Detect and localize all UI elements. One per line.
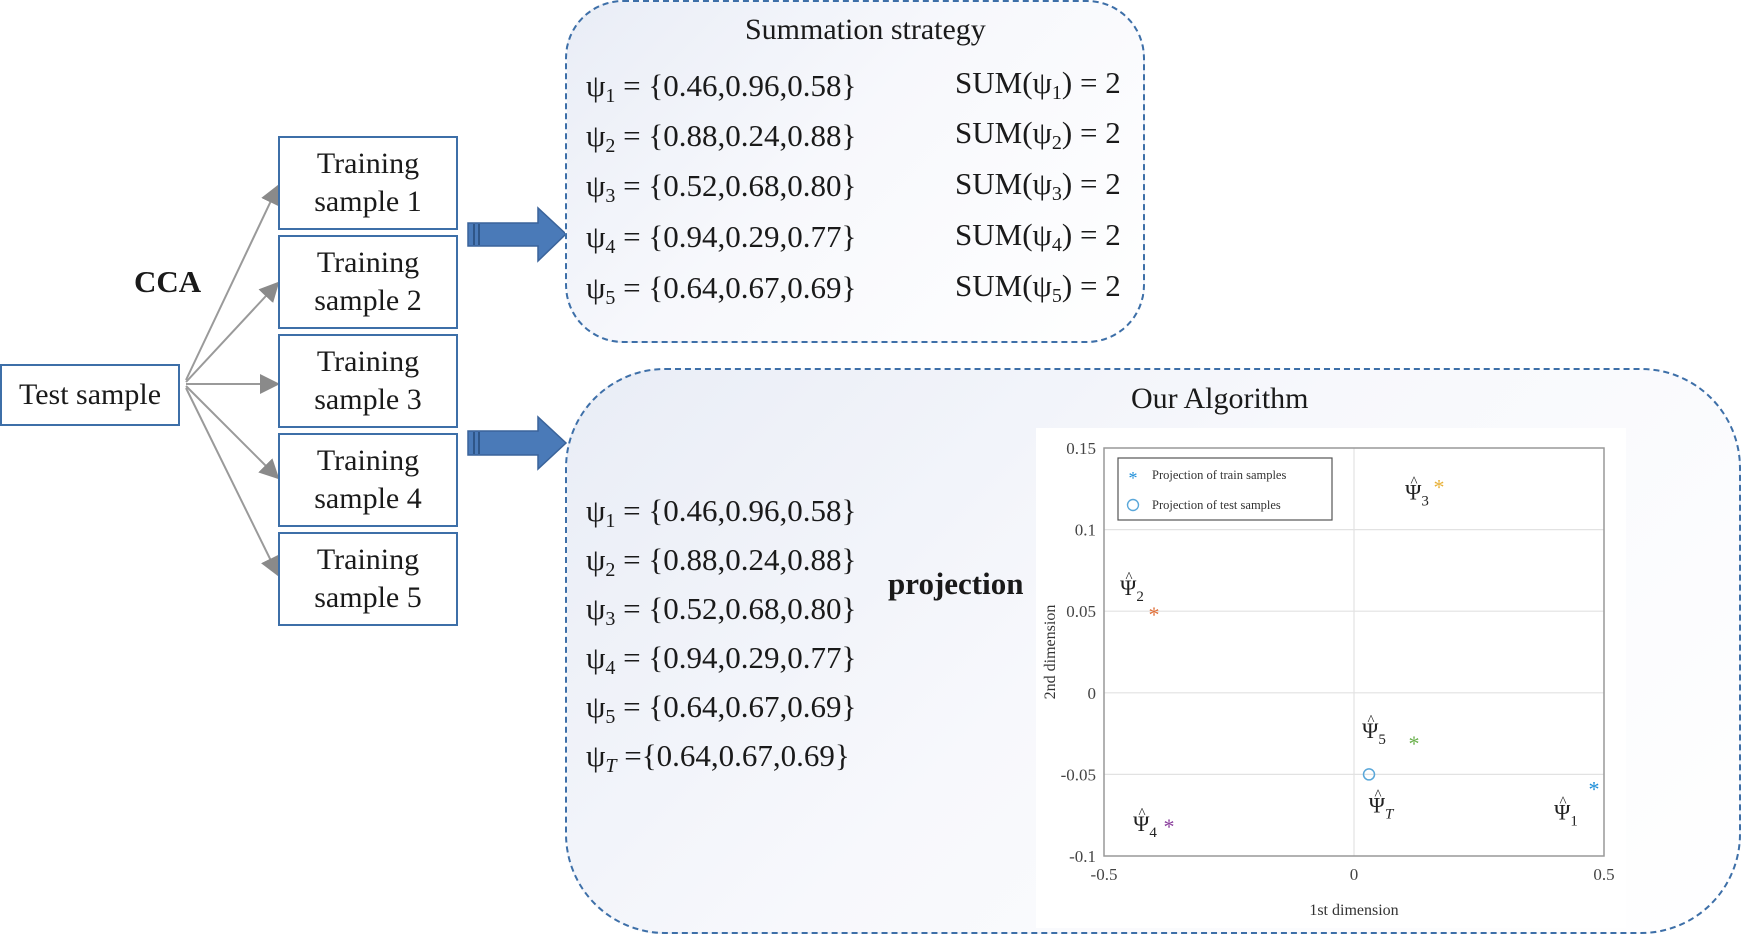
- sum-result-4: SUM(ψ4) = 2: [955, 217, 1121, 256]
- sum-result-3: SUM(ψ3) = 2: [955, 166, 1121, 205]
- training-sample-label: Training: [316, 246, 420, 279]
- point-hat-mark: ^: [1125, 570, 1132, 586]
- y-tick-label: 0.05: [1066, 602, 1096, 621]
- summation-vector-4: ψ4 = {0.94,0.29,0.77}: [586, 219, 857, 258]
- data-point-train: *: [1164, 814, 1175, 839]
- y-tick-label: 0.15: [1066, 439, 1096, 458]
- training-sample-label: sample 1: [314, 185, 422, 218]
- point-hat-mark: ^: [1138, 806, 1145, 822]
- cca-line-2: [185, 281, 280, 383]
- y-tick-label: -0.05: [1061, 765, 1096, 784]
- legend-train-label: Projection of train samples: [1152, 468, 1286, 482]
- summation-vector-2: ψ2 = {0.88,0.24,0.88}: [586, 118, 857, 157]
- point-label: Ψ4: [1133, 811, 1157, 841]
- point-label: Ψ2: [1120, 575, 1144, 605]
- sum-result-2: SUM(ψ2) = 2: [955, 115, 1121, 154]
- point-label: Ψ3: [1405, 480, 1429, 510]
- training-sample-box-2: Training sample 2: [278, 235, 458, 329]
- y-tick-label: -0.1: [1069, 847, 1096, 866]
- cca-line-4: [185, 385, 280, 480]
- legend-marker-circle: [1126, 498, 1140, 512]
- point-hat-mark: ^: [1559, 794, 1566, 810]
- cca-line-5: [185, 387, 280, 577]
- x-tick-label: -0.5: [1091, 865, 1118, 884]
- arrow-to-algorithm: [467, 415, 568, 471]
- training-sample-label: Training: [316, 345, 420, 378]
- legend-test-label: Projection of test samples: [1152, 498, 1281, 512]
- point-hat-mark: ^: [1410, 475, 1417, 491]
- point-hat-mark: ^: [1367, 713, 1374, 729]
- cca-label: CCA: [134, 264, 202, 299]
- algorithm-vector-test: ψT ={0.64,0.67,0.69}: [586, 738, 850, 777]
- training-sample-box-5: Training sample 5: [278, 532, 458, 626]
- point-label: Ψ5: [1362, 718, 1386, 748]
- y-tick-label: 0: [1088, 684, 1097, 703]
- cca-line-1: [185, 184, 280, 381]
- test-sample-box: Test sample: [0, 364, 180, 426]
- legend-marker-asterisk: *: [1129, 468, 1138, 488]
- algorithm-vector-4: ψ4 = {0.94,0.29,0.77}: [586, 640, 857, 679]
- summation-vector-1: ψ1 = {0.46,0.96,0.58}: [586, 68, 857, 107]
- data-point-train: *: [1149, 602, 1160, 627]
- training-sample-box-1: Training sample 1: [278, 136, 458, 230]
- summation-vector-3: ψ3 = {0.52,0.68,0.80}: [586, 168, 857, 207]
- summation-vector-5: ψ5 = {0.64,0.67,0.69}: [586, 270, 857, 309]
- point-hat-mark: ^: [1374, 787, 1381, 803]
- point-label: ΨT: [1369, 792, 1395, 822]
- algorithm-vector-1: ψ1 = {0.46,0.96,0.58}: [586, 493, 857, 532]
- data-point-train: *: [1409, 731, 1420, 756]
- training-sample-box-3: Training sample 3: [278, 334, 458, 428]
- training-sample-box-4: Training sample 4: [278, 433, 458, 527]
- training-sample-label: Training: [316, 543, 420, 576]
- training-sample-label: sample 3: [314, 383, 422, 416]
- algorithm-title: Our Algorithm: [1131, 382, 1309, 415]
- algorithm-vector-5: ψ5 = {0.64,0.67,0.69}: [586, 689, 857, 728]
- training-sample-label: sample 5: [314, 581, 422, 614]
- data-point-train: *: [1589, 776, 1600, 801]
- training-sample-label: Training: [316, 444, 420, 477]
- algorithm-vector-2: ψ2 = {0.88,0.24,0.88}: [586, 542, 857, 581]
- point-label: Ψ1: [1554, 799, 1578, 829]
- data-point-test: [1362, 768, 1376, 781]
- summation-title: Summation strategy: [745, 13, 986, 46]
- training-sample-label: sample 2: [314, 284, 422, 317]
- arrow-to-summation: [467, 206, 568, 263]
- summation-panel: [565, 0, 1145, 343]
- y-tick-label: 0.1: [1075, 521, 1096, 540]
- sum-result-1: SUM(ψ1) = 2: [955, 65, 1121, 104]
- training-sample-label: Training: [316, 147, 420, 180]
- x-axis-label: 1st dimension: [1309, 902, 1398, 919]
- chart-legend: * Projection of train samples Projection…: [1117, 457, 1333, 521]
- y-axis-label: 2nd dimension: [1042, 605, 1059, 700]
- data-point-train: *: [1434, 475, 1445, 500]
- training-sample-label: sample 4: [314, 482, 422, 515]
- algorithm-vector-3: ψ3 = {0.52,0.68,0.80}: [586, 591, 857, 630]
- test-sample-label: Test sample: [18, 378, 162, 411]
- sum-result-5: SUM(ψ5) = 2: [955, 268, 1121, 307]
- x-tick-label: 0: [1350, 865, 1359, 884]
- x-tick-label: 0.5: [1593, 865, 1614, 884]
- projection-label: projection: [888, 566, 1024, 601]
